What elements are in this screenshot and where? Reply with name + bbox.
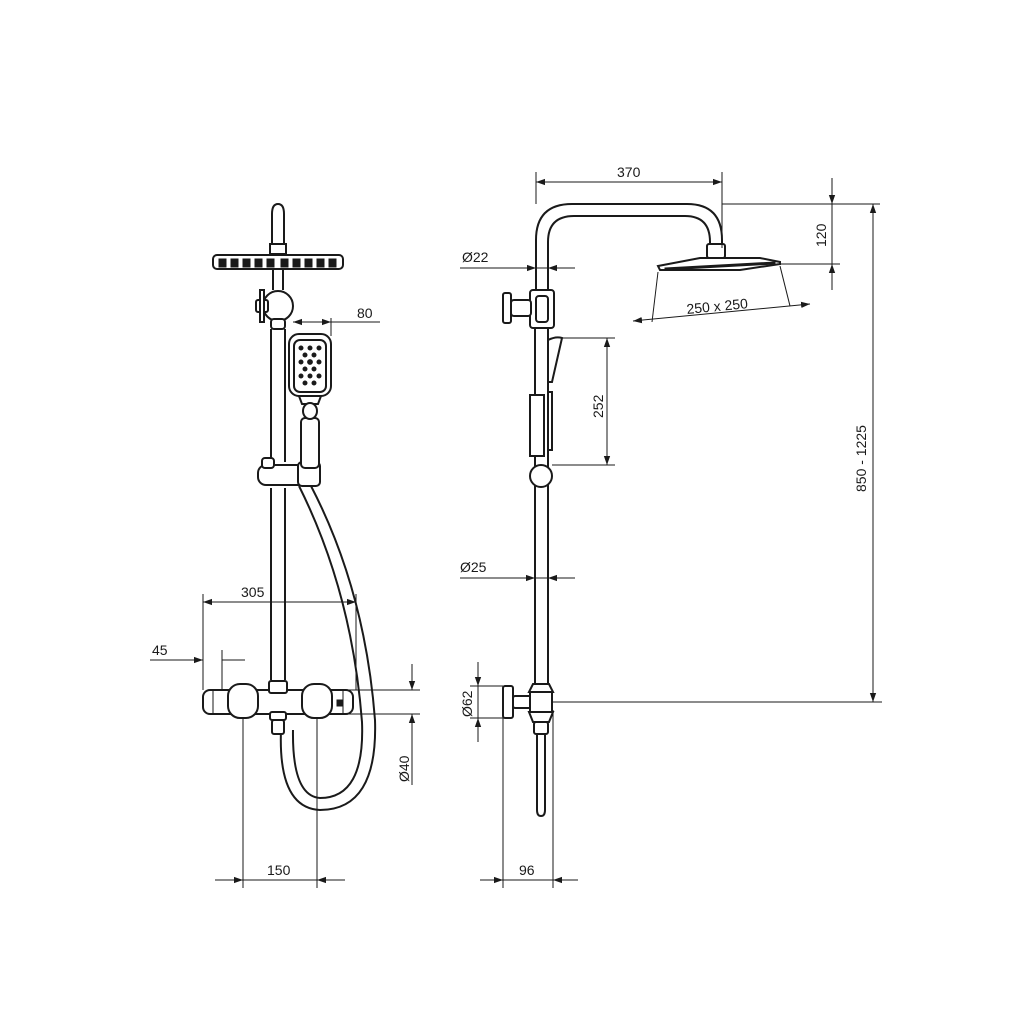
dim-side-head-height: 120 (722, 178, 880, 290)
side-wall-flange (502, 685, 514, 719)
side-overhead-arm-outer (535, 203, 723, 300)
dim-side-wall-distance: 96 (480, 710, 578, 888)
side-hand-shower-handle (529, 394, 545, 457)
front-mixer-body (202, 680, 354, 735)
label-side-connector-diameter: Ø62 (459, 690, 475, 717)
dim-side-pipe-top-diameter: Ø22 (460, 249, 575, 272)
label-front-width: 305 (241, 584, 265, 600)
side-view: 370 120 Ø22 250 x 250 (459, 164, 882, 888)
front-arm-stub (271, 202, 285, 246)
side-slider-holder (529, 464, 553, 488)
dim-front-body-diameter: Ø40 (343, 664, 420, 785)
dim-side-pipe-bottom-diameter: Ø25 (460, 559, 575, 582)
side-riser-pipe (534, 328, 549, 690)
hand-shower-handle (300, 417, 320, 469)
label-front-spout-offset: 45 (152, 642, 168, 658)
label-front-head-offset: 80 (357, 305, 373, 321)
front-upper-pipe (272, 269, 284, 290)
side-hand-shower (529, 336, 564, 488)
dim-side-connector-diameter: Ø62 (459, 662, 503, 742)
label-side-total-height: 850 - 1225 (853, 425, 869, 492)
front-head-nozzles (218, 258, 337, 268)
hand-shower-button (302, 402, 318, 420)
label-side-hand-shower-length: 252 (590, 394, 606, 418)
side-diverter-knob (502, 289, 555, 329)
side-overhead-arm-inner (547, 215, 711, 290)
label-side-pipe-top-diameter: Ø22 (462, 249, 489, 265)
front-view: 80 305 45 Ø40 (150, 202, 420, 888)
dim-side-head-size: 250 x 250 (632, 265, 811, 324)
front-diverter-knob (255, 289, 294, 330)
front-riser-pipe (270, 329, 286, 680)
dim-front-spout-offset: 45 (150, 642, 245, 690)
label-side-pipe-bottom-diameter: Ø25 (460, 559, 487, 575)
hand-shower-nozzles (298, 345, 322, 386)
mixer-indicator (336, 699, 344, 707)
side-rain-head (656, 257, 781, 271)
front-hand-shower (288, 333, 332, 469)
label-front-body-diameter: Ø40 (396, 755, 412, 782)
label-side-arm-length: 370 (617, 164, 641, 180)
mixer-right-inlet (301, 683, 333, 719)
dim-side-hand-shower-length: 252 (552, 337, 615, 466)
mixer-bottom-outlet (271, 719, 285, 735)
side-hose-drop (536, 734, 546, 818)
dim-front-inlet-spacing: 150 (215, 718, 345, 888)
label-side-head-height: 120 (813, 223, 829, 247)
side-mixer-connection (502, 683, 555, 818)
dim-side-arm-length: 370 (535, 164, 723, 248)
front-hose-outer (279, 485, 377, 812)
label-side-head-size: 250 x 250 (686, 295, 749, 317)
side-hand-shower-head (547, 336, 564, 383)
front-hose-inner (291, 485, 364, 800)
dim-front-head-offset: 80 (293, 305, 380, 336)
label-side-wall-distance: 96 (519, 862, 535, 878)
front-head-joint (269, 243, 287, 255)
front-rain-head (212, 254, 344, 270)
label-front-inlet-spacing: 150 (267, 862, 291, 878)
dim-side-total-height: 850 - 1225 (553, 204, 882, 703)
mixer-top-outlet (268, 680, 288, 694)
dim-front-width: 305 (202, 584, 357, 690)
mixer-left-inlet (227, 683, 259, 719)
